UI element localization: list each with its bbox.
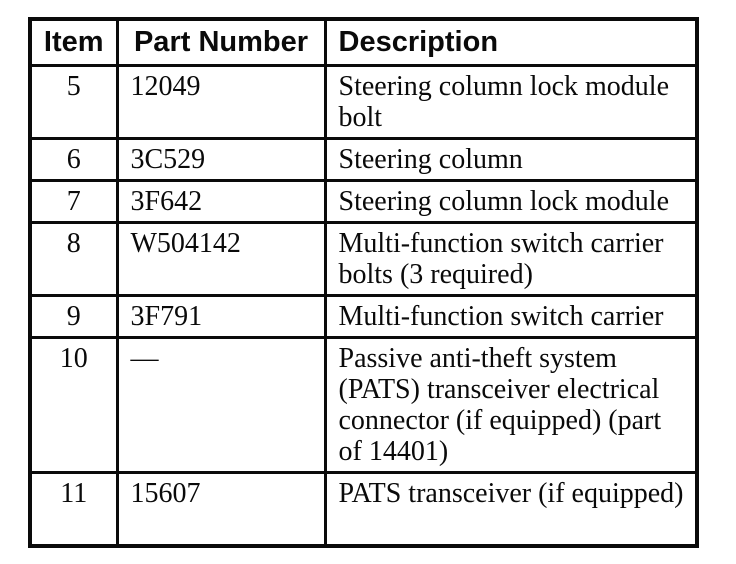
description-cell: Steering column — [323, 136, 699, 182]
item-cell: 11 — [28, 470, 119, 548]
col-header-description: Description — [323, 17, 699, 67]
table-row: 5 12049 Steering column lock module bolt — [28, 63, 699, 140]
part-number-cell: 3C529 — [115, 136, 327, 182]
table-row: 6 3C529 Steering column — [28, 136, 699, 182]
table-row: 10 — Passive anti-theft system (PATS) tr… — [28, 335, 699, 474]
table-row: 7 3F642 Steering column lock module — [28, 178, 699, 224]
description-cell: PATS transceiver (if equipped) — [323, 470, 699, 548]
part-number-cell: — — [115, 335, 327, 474]
header-row: Item Part Number Description — [28, 17, 699, 67]
description-cell: Multi-function switch carrier — [323, 293, 699, 339]
item-cell: 7 — [28, 178, 119, 224]
parts-table: Item Part Number Description 5 12049 Ste… — [28, 17, 699, 548]
item-cell: 5 — [28, 63, 119, 140]
col-header-item: Item — [28, 17, 119, 67]
part-number-cell: 12049 — [115, 63, 327, 140]
part-number-cell: 3F642 — [115, 178, 327, 224]
table-row: 11 15607 PATS transceiver (if equipped) — [28, 470, 699, 548]
table-row: 8 W504142 Multi-function switch carrier … — [28, 220, 699, 297]
description-cell: Passive anti-theft system (PATS) transce… — [323, 335, 699, 474]
description-cell: Steering column lock module bolt — [323, 63, 699, 140]
description-cell: Multi-function switch carrier bolts (3 r… — [323, 220, 699, 297]
item-cell: 6 — [28, 136, 119, 182]
table-row: 9 3F791 Multi-function switch carrier — [28, 293, 699, 339]
part-number-cell: W504142 — [115, 220, 327, 297]
item-cell: 10 — [28, 335, 119, 474]
part-number-cell: 3F791 — [115, 293, 327, 339]
description-cell: Steering column lock module — [323, 178, 699, 224]
item-cell: 8 — [28, 220, 119, 297]
col-header-part-number: Part Number — [115, 17, 327, 67]
item-cell: 9 — [28, 293, 119, 339]
part-number-cell: 15607 — [115, 470, 327, 548]
